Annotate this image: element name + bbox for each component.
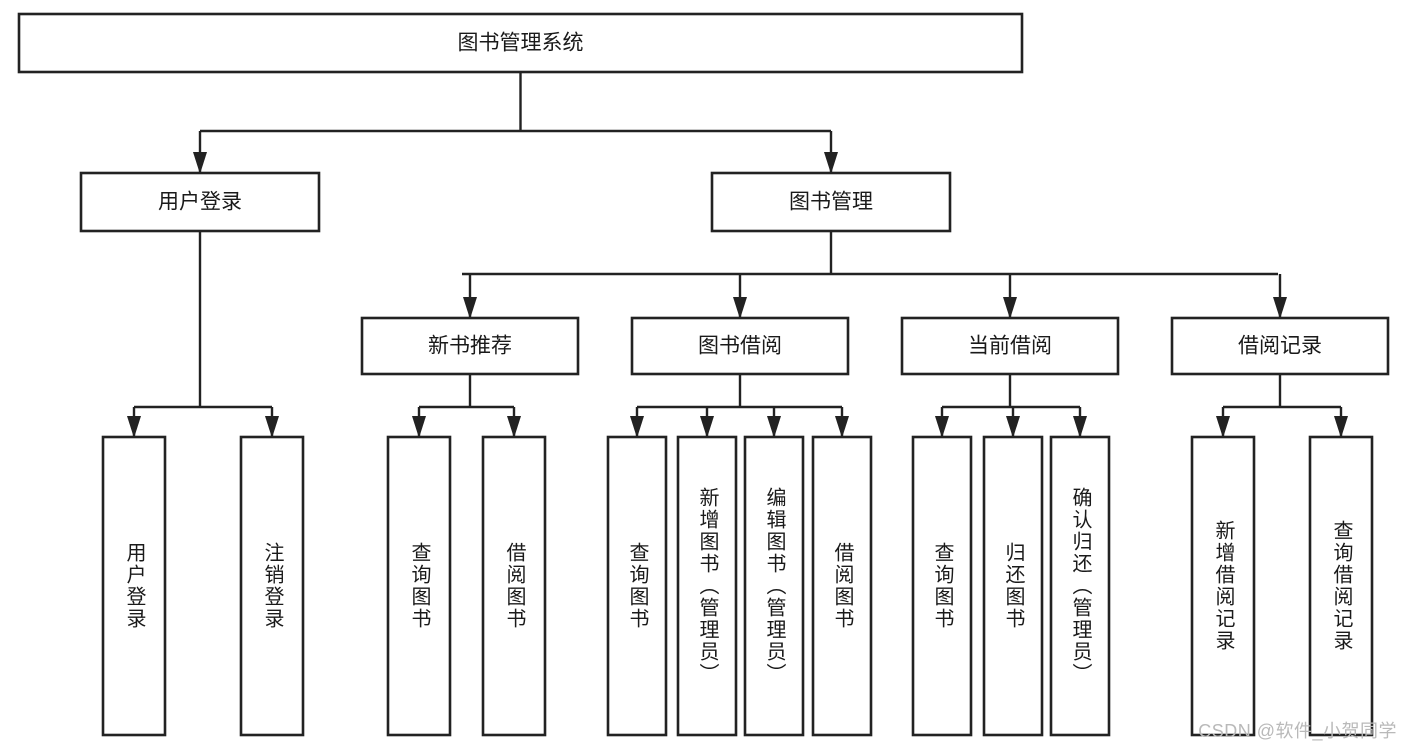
arrow-head-newbookrec-1 bbox=[507, 416, 521, 438]
node-label-book-manage: 图书管理 bbox=[789, 191, 873, 214]
node-label-new-book-rec: 新书推荐 bbox=[428, 335, 512, 358]
node-label-book-borrow: 图书借阅 bbox=[698, 335, 782, 358]
node-leaf-user-logout[interactable] bbox=[239, 435, 305, 737]
node-leaf-edit-book-admin[interactable] bbox=[743, 435, 805, 737]
node-box-leaf-user-login bbox=[101, 435, 167, 737]
node-leaf-user-login[interactable] bbox=[101, 435, 167, 737]
node-leaf-borrow-book-rec[interactable] bbox=[481, 435, 547, 737]
node-box-user-login bbox=[79, 171, 321, 233]
node-box-leaf-edit-book-admin bbox=[743, 435, 805, 737]
arrow-head-bookmanage-3 bbox=[1273, 297, 1287, 319]
arrow-head-userlogin-1 bbox=[265, 416, 279, 438]
node-box-leaf-user-logout bbox=[239, 435, 305, 737]
node-box-root bbox=[17, 12, 1024, 74]
node-box-new-book-rec bbox=[360, 316, 580, 376]
node-box-leaf-return-book bbox=[982, 435, 1044, 737]
arrow-head-root-0 bbox=[193, 152, 207, 174]
node-box-current-borrow bbox=[900, 316, 1120, 376]
node-leaf-confirm-return-admin[interactable] bbox=[1049, 435, 1111, 737]
arrow-head-bookmanage-2 bbox=[1003, 297, 1017, 319]
node-book-manage[interactable]: 图书管理 bbox=[710, 171, 952, 233]
node-leaf-return-book[interactable] bbox=[982, 435, 1044, 737]
arrow-head-bookmanage-1 bbox=[733, 297, 747, 319]
node-book-borrow[interactable]: 图书借阅 bbox=[630, 316, 850, 376]
node-box-leaf-query-borrow-record bbox=[1308, 435, 1374, 737]
node-box-leaf-borrow-book bbox=[811, 435, 873, 737]
node-label-borrow-record: 借阅记录 bbox=[1238, 335, 1322, 358]
node-box-leaf-add-borrow-record bbox=[1190, 435, 1256, 737]
arrow-head-bookmanage-0 bbox=[463, 297, 477, 319]
node-leaf-borrow-book[interactable] bbox=[811, 435, 873, 737]
node-root[interactable]: 图书管理系统 bbox=[17, 12, 1024, 74]
arrow-head-bookborrow-3 bbox=[835, 416, 849, 438]
arrow-head-currentborrow-2 bbox=[1073, 416, 1087, 438]
arrow-head-borrowrecord-1 bbox=[1334, 416, 1348, 438]
arrow-head-borrowrecord-0 bbox=[1216, 416, 1230, 438]
connectors-layer bbox=[127, 72, 1348, 438]
arrow-head-newbookrec-0 bbox=[412, 416, 426, 438]
node-borrow-record[interactable]: 借阅记录 bbox=[1170, 316, 1390, 376]
node-leaf-query-book-rec[interactable] bbox=[386, 435, 452, 737]
node-box-leaf-add-book-admin bbox=[676, 435, 738, 737]
node-new-book-rec[interactable]: 新书推荐 bbox=[360, 316, 580, 376]
arrow-head-bookborrow-2 bbox=[767, 416, 781, 438]
node-box-leaf-confirm-return-admin bbox=[1049, 435, 1111, 737]
node-leaf-query-book-current[interactable] bbox=[911, 435, 973, 737]
node-label-user-login: 用户登录 bbox=[158, 191, 242, 214]
node-box-leaf-query-book-current bbox=[911, 435, 973, 737]
node-leaf-add-borrow-record[interactable] bbox=[1190, 435, 1256, 737]
node-leaf-add-book-admin[interactable] bbox=[676, 435, 738, 737]
arrow-head-currentborrow-1 bbox=[1006, 416, 1020, 438]
node-user-login[interactable]: 用户登录 bbox=[79, 171, 321, 233]
node-label-current-borrow: 当前借阅 bbox=[968, 335, 1052, 358]
arrow-head-currentborrow-0 bbox=[935, 416, 949, 438]
node-box-book-manage bbox=[710, 171, 952, 233]
node-leaf-query-book-borrow[interactable] bbox=[606, 435, 668, 737]
node-box-leaf-query-book-rec bbox=[386, 435, 452, 737]
arrow-head-userlogin-0 bbox=[127, 416, 141, 438]
node-box-leaf-borrow-book-rec bbox=[481, 435, 547, 737]
node-box-borrow-record bbox=[1170, 316, 1390, 376]
node-current-borrow[interactable]: 当前借阅 bbox=[900, 316, 1120, 376]
node-box-leaf-query-book-borrow bbox=[606, 435, 668, 737]
node-box-book-borrow bbox=[630, 316, 850, 376]
node-label-root: 图书管理系统 bbox=[458, 32, 584, 55]
arrow-head-bookborrow-0 bbox=[630, 416, 644, 438]
arrow-head-bookborrow-1 bbox=[700, 416, 714, 438]
arrow-head-root-1 bbox=[824, 152, 838, 174]
node-leaf-query-borrow-record[interactable] bbox=[1308, 435, 1374, 737]
